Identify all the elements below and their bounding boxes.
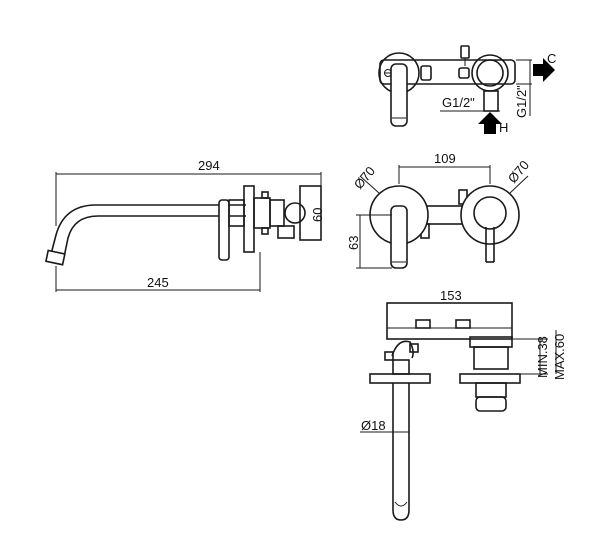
bottom-right-knob-1 bbox=[475, 382, 507, 398]
bottom-view: 153 Ø18 MIN.38 MAX.60 bbox=[360, 288, 567, 521]
front-right-knob bbox=[473, 196, 507, 230]
side-lower-port bbox=[277, 225, 295, 239]
dim-body-height: 60 bbox=[310, 208, 325, 222]
cold-marker: C bbox=[547, 51, 556, 66]
top-fitting-1 bbox=[420, 65, 432, 81]
hot-marker: H bbox=[499, 120, 508, 135]
cold-arrow-icon bbox=[533, 58, 555, 82]
bottom-right-plate bbox=[459, 373, 521, 384]
side-nut-2 bbox=[261, 227, 269, 235]
spout-lower-edge bbox=[62, 215, 246, 263]
inlet-label-1: G1/2" bbox=[442, 95, 475, 110]
side-view: 294 60 245 bbox=[44, 158, 325, 292]
bottom-housing bbox=[386, 302, 513, 340]
top-lever bbox=[390, 63, 408, 127]
top-valve-inner bbox=[476, 59, 504, 87]
side-body-1 bbox=[253, 197, 271, 229]
dim-depth-min: MIN.38 bbox=[535, 336, 550, 378]
top-fitting-3 bbox=[460, 45, 470, 59]
bottom-fitting-1 bbox=[415, 319, 431, 329]
front-lever bbox=[390, 205, 408, 269]
dim-depth-max: MAX.60 bbox=[552, 334, 567, 380]
bottom-right-knob-2 bbox=[475, 396, 507, 412]
side-nut-1 bbox=[261, 191, 269, 199]
dim-spout-height: 63 bbox=[346, 236, 361, 250]
dim-spout-diameter: Ø18 bbox=[361, 418, 386, 433]
dim-right-diameter: Ø70 bbox=[505, 157, 532, 185]
top-fitting-2 bbox=[458, 67, 470, 79]
bottom-right-body bbox=[473, 346, 509, 370]
top-hot-stub bbox=[483, 90, 499, 112]
side-body-2 bbox=[269, 199, 285, 227]
dim-spout-length: 245 bbox=[147, 275, 169, 290]
bottom-left-body bbox=[391, 340, 414, 359]
top-view: C H G1/2" G1/2" bbox=[378, 45, 556, 135]
side-lever bbox=[218, 199, 230, 261]
front-right-plate bbox=[460, 185, 520, 245]
dim-left-diameter: Ø70 bbox=[351, 163, 378, 191]
dim-total-length: 294 bbox=[198, 158, 220, 173]
top-body-bar bbox=[379, 59, 516, 85]
spout-upper-edge bbox=[49, 204, 246, 259]
wall-plate bbox=[243, 185, 255, 253]
lever-body bbox=[228, 199, 245, 227]
side-valve bbox=[284, 202, 306, 224]
bottom-fitting-2 bbox=[455, 319, 471, 329]
inlet-label-2: G1/2" bbox=[514, 85, 529, 118]
front-view: 109 Ø70 Ø70 63 bbox=[346, 151, 532, 269]
bottom-left-plate bbox=[369, 373, 431, 384]
bottom-spout bbox=[392, 383, 410, 521]
spout-aerator bbox=[44, 249, 66, 266]
dim-spacing: 109 bbox=[434, 151, 456, 166]
dim-width: 153 bbox=[440, 288, 462, 303]
side-housing bbox=[299, 185, 322, 241]
hot-arrow-icon bbox=[478, 112, 502, 134]
